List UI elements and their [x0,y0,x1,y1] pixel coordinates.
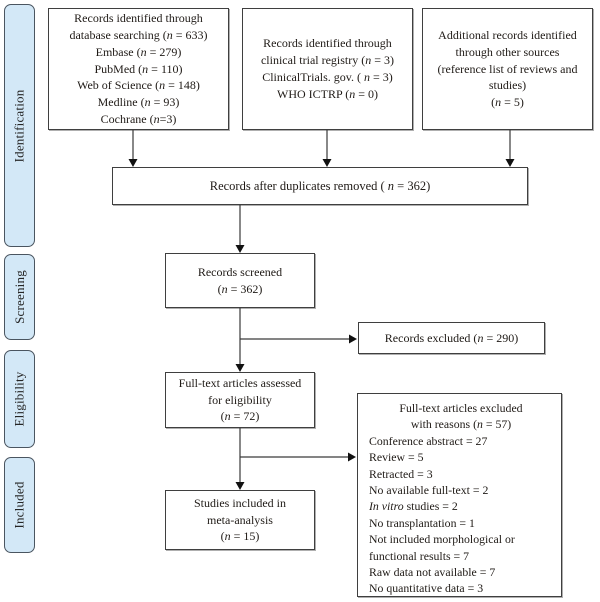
text-line: Review = 5 [369,450,424,465]
stage-eligibility-label: Eligibility [11,371,27,427]
node-records-screened: Records screened (n = 362) [165,253,315,308]
arrowhead-right-icon [349,334,357,344]
text-line: Records excluded (n = 290) [384,330,519,345]
arrowhead-down-icon [235,245,245,253]
arrowhead-right-icon [348,452,356,462]
stage-identification-label: Identification [11,89,27,162]
arrowhead-down-icon [235,482,245,490]
text-line: Medline (n = 93) [97,95,180,110]
text-line: Records identified through [74,11,203,26]
text-line: Conference abstract = 27 [369,433,488,448]
arrowhead-down-icon [322,159,332,167]
text-line: meta-analysis [207,512,273,527]
stage-screening-label: Screening [11,270,27,324]
node-fulltext-excluded: Full-text articles excluded with reasons … [357,393,562,597]
node-other-sources: Additional records identified through oth… [422,8,593,130]
text-line: Additional records identified [438,28,577,42]
arrowhead-down-icon [235,364,245,372]
text-line: PubMed (n = 110) [94,61,183,76]
text-line: with reasons (n = 57) [410,417,512,432]
text-line: (n = 72) [220,409,260,424]
stage-screening: Screening [4,254,35,340]
fulltext-excluded-header: Full-text articles excluded with reasons … [369,400,553,433]
text-line: Full-text articles assessed [178,375,302,390]
text-line: Retracted = 3 [369,466,433,481]
text-line: Studies included in [194,495,286,510]
arrowhead-down-icon [128,159,138,167]
text-line: Cochrane (n=3) [100,111,177,126]
node-clinical-trial-registry: Records identified through clinical trial… [242,8,413,130]
text-line: Not included morphological or functional… [369,532,515,563]
stage-eligibility: Eligibility [4,350,35,448]
text-line: (n = 362) [217,281,263,296]
node-studies-included: Studies included in meta-analysis (n = 15) [165,490,315,550]
text-line: for eligibility [208,392,272,407]
arrowhead-down-icon [505,159,515,167]
stage-included-label: Included [11,481,27,529]
text-line: Full-text articles excluded [399,401,523,415]
text-line: (n = 5) [491,95,524,110]
text-line: Embase (n = 279) [95,44,182,59]
node-database-searching: Records identified through database searc… [48,8,229,130]
text-line: Raw data not available = 7 [369,565,496,580]
text-line: through other sources [455,44,560,59]
text-line: In vitro studies = 2 [369,499,458,514]
text-line: (reference list of reviews and [437,61,578,76]
text-line: ClinicalTrials. gov. ( n = 3) [262,70,393,84]
node-duplicates-removed: Records after duplicates removed ( n = 3… [112,167,528,205]
text-line: Records identified through [263,36,392,51]
node-fulltext-assessed: Full-text articles assessed for eligibili… [165,372,315,428]
text-line: (n = 15) [220,529,260,544]
text-line: Web of Science (n = 148) [77,78,200,93]
text-line: No available full-text = 2 [369,483,489,498]
text-line: clinical trial registry (n = 3) [260,53,395,68]
text-line: Records after duplicates removed ( n = 3… [209,178,431,193]
text-line: database searching (n = 633) [69,28,208,42]
text-line: studies) [488,78,527,93]
stage-included: Included [4,457,35,553]
stage-identification: Identification [4,4,35,247]
node-records-excluded: Records excluded (n = 290) [358,322,545,354]
text-line: No quantitative data = 3 [369,581,484,596]
text-line: No transplantation = 1 [369,515,475,530]
text-line: WHO ICTRP (n = 0) [277,86,378,101]
text-line: Records screened [197,264,283,279]
